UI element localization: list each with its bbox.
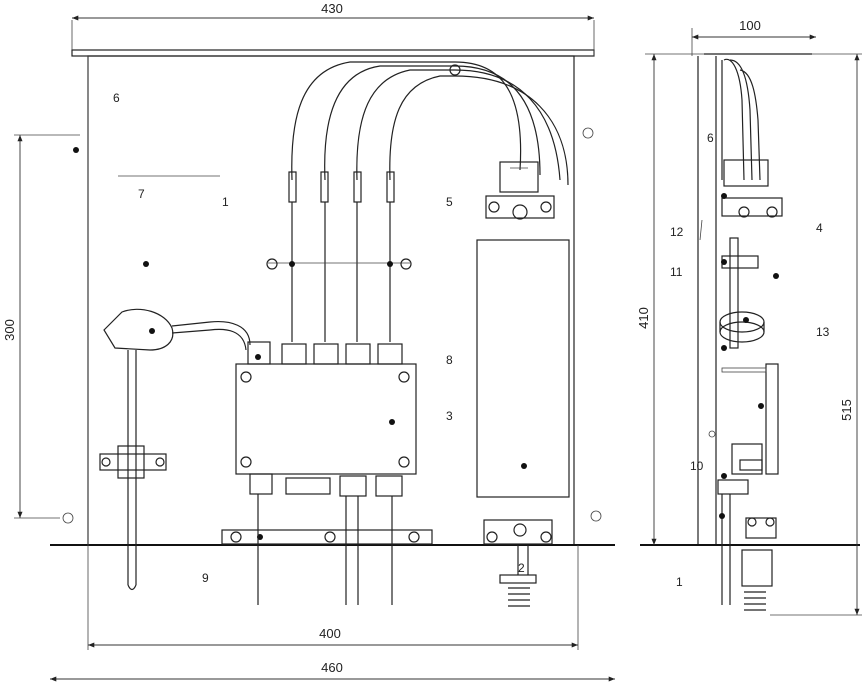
side-dimension-top: 100 <box>739 18 761 33</box>
item-label: 6 <box>113 91 120 105</box>
bolt <box>400 258 412 270</box>
item-label: 11 <box>670 265 683 279</box>
side-dimension-left: 410 <box>636 307 651 329</box>
item-label: 3 <box>446 409 453 423</box>
front-view: 6 7 1 5 8 3 9 2 430 300 400 460 <box>2 1 615 682</box>
dimension-bottom-inner: 400 <box>319 626 341 641</box>
item-label: 10 <box>690 459 704 473</box>
item-label: 6 <box>707 131 714 145</box>
item-label: 13 <box>816 325 830 339</box>
lower-bracket <box>483 519 553 607</box>
cable-glands-upper <box>288 171 395 342</box>
dimension-left: 300 <box>2 319 17 341</box>
sensor-head <box>103 308 211 351</box>
item-label: 1 <box>676 575 683 589</box>
item-label: 12 <box>670 225 684 239</box>
cable-bundle <box>291 61 569 186</box>
side-view: 6 4 11 12 13 1 10 100 410 515 <box>636 18 862 616</box>
bottom-strip <box>221 529 433 545</box>
dimension-top: 430 <box>321 1 343 16</box>
item-label: 2 <box>518 561 525 575</box>
back-panel <box>87 55 575 546</box>
item-label: 5 <box>446 195 453 209</box>
item-label: 9 <box>202 571 209 585</box>
item-label: 1 <box>222 195 229 209</box>
cable-clamp-top <box>449 64 461 76</box>
item-label: 4 <box>816 221 823 235</box>
dimension-bottom-overall: 460 <box>321 660 343 675</box>
upper-bracket <box>485 161 555 220</box>
mounting-rail <box>476 239 570 498</box>
item-label: 8 <box>446 353 453 367</box>
top-cover-plate <box>71 49 595 57</box>
junction-box <box>235 341 417 497</box>
item-label: 7 <box>138 187 145 201</box>
bolt <box>266 258 278 270</box>
pole-clamp <box>99 453 167 471</box>
side-dimension-right: 515 <box>839 399 854 421</box>
